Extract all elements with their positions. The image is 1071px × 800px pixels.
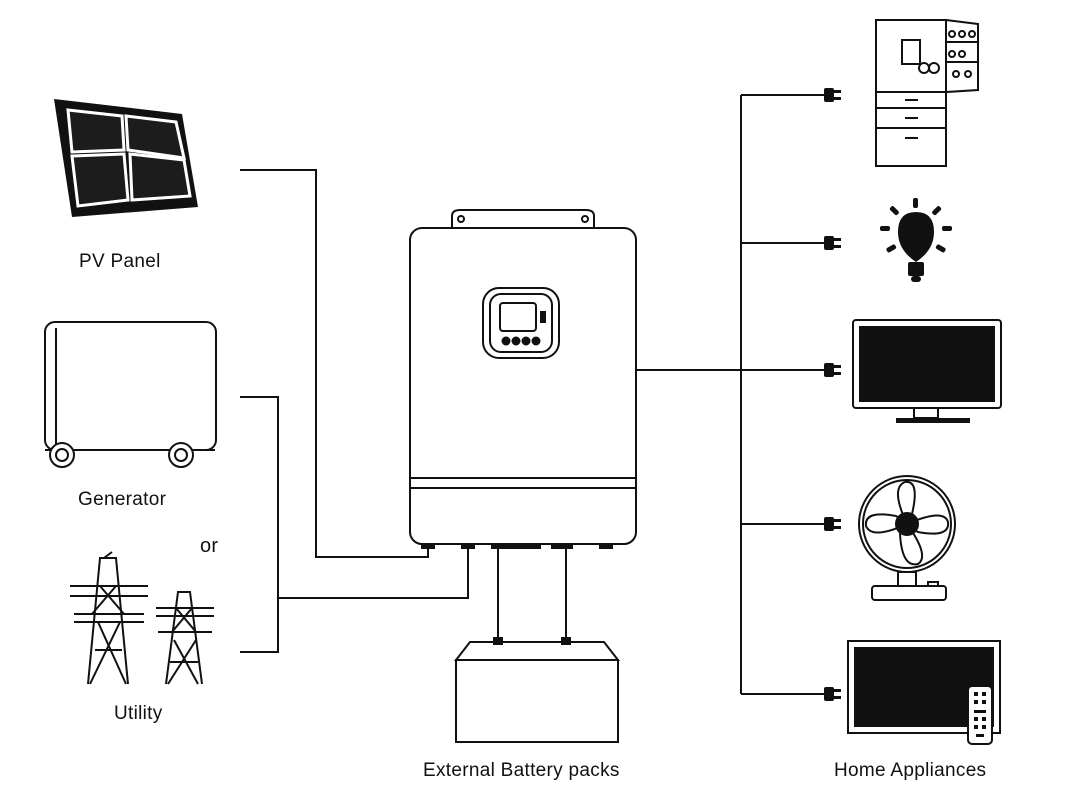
utility-label: Utility xyxy=(114,703,163,724)
light-bulb-icon xyxy=(880,198,952,282)
tv-remote-icon xyxy=(967,685,993,745)
plug-icon xyxy=(824,88,841,701)
transmission-tower-icon xyxy=(70,551,214,685)
battery-label: External Battery packs xyxy=(423,760,620,781)
wire-grid xyxy=(278,546,469,599)
fan-icon xyxy=(858,475,956,601)
wire-generator xyxy=(240,396,279,653)
generator-label: Generator xyxy=(78,489,167,510)
inverter-icon xyxy=(409,209,637,549)
generator-icon xyxy=(44,321,217,468)
wire-pv xyxy=(240,169,429,558)
wires xyxy=(240,94,826,695)
solar-panel-icon xyxy=(54,99,198,217)
pv-panel-label: PV Panel xyxy=(79,251,161,272)
battery-icon xyxy=(453,637,621,743)
television-icon xyxy=(852,319,1002,423)
or-label: or xyxy=(200,535,219,557)
home-appliances-label: Home Appliances xyxy=(834,760,987,781)
refrigerator-icon xyxy=(875,18,979,167)
